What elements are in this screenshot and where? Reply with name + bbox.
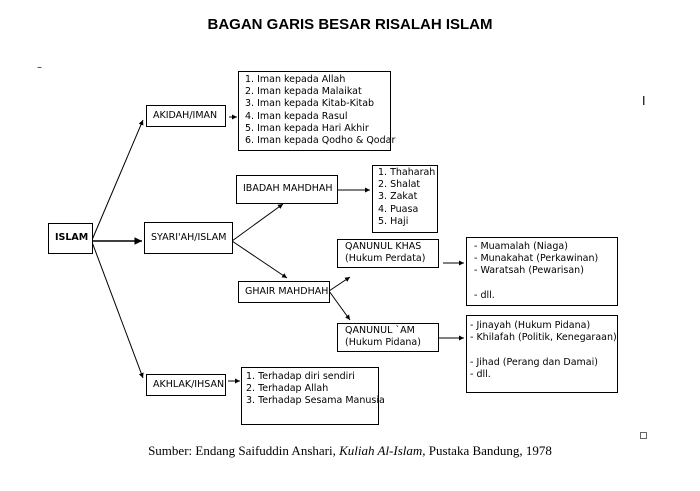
- khas-list: - Muamalah (Niaga) - Munakahat (Perkawin…: [466, 237, 618, 306]
- akidah-box: AKIDAH/IMAN: [146, 105, 226, 127]
- akidah-label: AKIDAH/IMAN: [153, 109, 218, 121]
- source-prefix: Sumber: Endang Saifuddin Anshari,: [148, 443, 340, 458]
- resize-handle: [640, 432, 647, 439]
- arrow-syariah-ibadah: [231, 203, 284, 242]
- am-label: QANUNUL `AM: [345, 325, 415, 336]
- akhlak-label: AKHLAK/IHSAN: [153, 378, 225, 390]
- arrow-islam-akidah: [91, 119, 144, 241]
- list-item: - Jihad (Perang dan Damai): [470, 356, 598, 368]
- list-item: - Muamalah (Niaga): [474, 241, 568, 252]
- ibadah-list: 1. Thaharah 2. Shalat 3. Zakat 4. Puasa …: [372, 165, 438, 233]
- list-item: - Jinayah (Hukum Pidana): [470, 320, 591, 331]
- list-item: 3. Iman kepada Kitab-Kitab: [245, 98, 375, 110]
- list-item: 1. Thaharah: [378, 167, 436, 178]
- list-item: - dll.: [474, 289, 495, 301]
- ibadah-box: IBADAH MAHDHAH: [236, 175, 338, 204]
- list-item: 2. Shalat: [378, 179, 421, 191]
- source-suffix: , Pustaka Bandung, 1978: [422, 443, 552, 458]
- am-list: - Jinayah (Hukum Pidana) - Khilafah (Pol…: [466, 315, 618, 393]
- syariah-label: SYARI'AH/ISLAM: [151, 231, 227, 243]
- arrow-ghair-khas: [328, 276, 351, 292]
- ibadah-label: IBADAH MAHDHAH: [243, 183, 333, 195]
- list-item: 3. Zakat: [378, 191, 418, 203]
- list-item: [470, 344, 614, 356]
- islam-label: ISLAM: [55, 232, 89, 244]
- list-item: 5. Haji: [378, 215, 409, 227]
- am-box: QANUNUL `AM (Hukum Pidana): [337, 323, 439, 352]
- am-sublabel: (Hukum Pidana): [345, 337, 421, 349]
- list-item: 2. Iman kepada Malaikat: [245, 86, 362, 98]
- syariah-box: SYARI'AH/ISLAM: [144, 222, 233, 254]
- dash-mark: –: [37, 62, 42, 73]
- akhlak-box: AKHLAK/IHSAN: [146, 374, 226, 396]
- source-book-title: Kuliah Al-Islam: [339, 443, 423, 458]
- arrow-ghair-am: [328, 290, 351, 321]
- akidah-list: 1. Iman kepada Allah 2. Iman kepada Mala…: [238, 71, 396, 151]
- diagram-title: BAGAN GARIS BESAR RISALAH ISLAM: [207, 16, 493, 33]
- arrow-syariah-ghair: [231, 240, 288, 279]
- list-item: - Waratsah (Pewarisan): [474, 265, 584, 277]
- list-item: - dll.: [470, 368, 491, 380]
- list-item: - Khilafah (Politik, Kenegaraan): [470, 332, 617, 344]
- list-item: 5. Iman kepada Hari Akhir: [245, 122, 369, 134]
- khas-sublabel: (Hukum Perdata): [345, 253, 426, 265]
- ghair-box: GHAIR MAHDHAH: [238, 281, 330, 303]
- list-item: 2. Terhadap Allah: [246, 383, 329, 395]
- text-cursor-mark: I: [642, 94, 646, 108]
- arrow-islam-akhlak: [91, 241, 144, 379]
- list-item: 1. Terhadap diri sendiri: [246, 371, 355, 382]
- list-item: 6. Iman kepada Qodho & Qodar: [245, 135, 396, 147]
- khas-box: QANUNUL KHAS (Hukum Perdata): [337, 239, 439, 268]
- list-item: 1. Iman kepada Allah: [245, 74, 346, 85]
- list-item: 3. Terhadap Sesama Manusia: [246, 395, 385, 407]
- khas-label: QANUNUL KHAS: [345, 241, 422, 252]
- source-citation: Sumber: Endang Saifuddin Anshari, Kuliah…: [0, 443, 700, 459]
- ghair-label: GHAIR MAHDHAH: [245, 285, 329, 297]
- list-item: 4. Puasa: [378, 203, 419, 215]
- list-item: 4. Iman kepada Rasul: [245, 110, 348, 122]
- islam-box: ISLAM: [48, 223, 93, 254]
- list-item: [474, 278, 610, 290]
- akhlak-list: 1. Terhadap diri sendiri 2. Terhadap All…: [241, 367, 385, 425]
- list-item: - Munakahat (Perkawinan): [474, 253, 599, 265]
